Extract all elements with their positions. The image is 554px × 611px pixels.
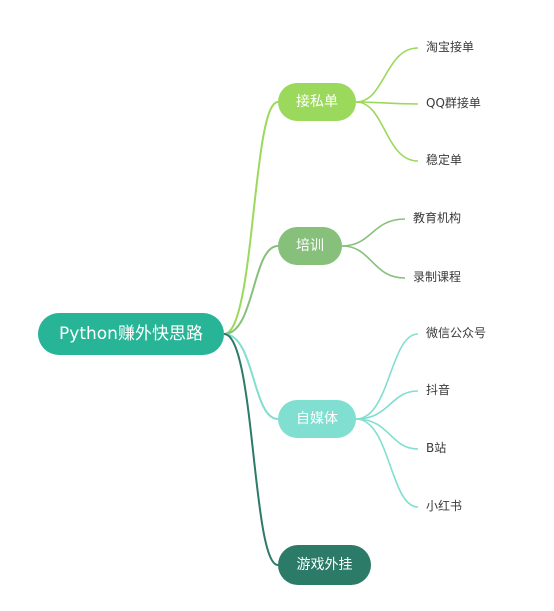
edge-private-orders-to-leaf-1: [355, 47, 419, 103]
edge-root-to-training: [223, 245, 279, 335]
edge-root-to-private-orders: [223, 101, 279, 335]
leaf-node[interactable]: 稳定单: [426, 153, 463, 167]
branch-node-training[interactable]: 培训: [278, 227, 342, 265]
branch-node-private-orders[interactable]: 接私单: [278, 83, 356, 121]
edge-training-to-leaf-1: [341, 218, 406, 247]
leaf-node[interactable]: 录制课程: [413, 270, 462, 284]
leaf-node[interactable]: 微信公众号: [426, 326, 487, 340]
branch-node-label: 游戏外挂: [296, 557, 353, 573]
leaf-node[interactable]: QQ群接单: [426, 96, 481, 110]
leaf-node[interactable]: 淘宝接单: [426, 40, 475, 54]
leaf-node[interactable]: 教育机构: [413, 211, 462, 225]
edge-private-orders-to-leaf-2: [355, 101, 419, 105]
edge-self-media-to-leaf-4: [355, 418, 419, 508]
leaf-node[interactable]: B站: [426, 441, 447, 455]
leaf-node[interactable]: 抖音: [426, 383, 451, 397]
root-node-label: Python赚外快思路: [59, 323, 203, 344]
edge-root-to-game-cheats: [223, 333, 279, 566]
branch-node-label: 自媒体: [296, 411, 338, 427]
root-node[interactable]: Python赚外快思路: [38, 313, 224, 355]
edge-self-media-to-leaf-1: [355, 333, 419, 420]
branch-node-label: 接私单: [296, 94, 338, 110]
branch-node-self-media[interactable]: 自媒体: [278, 400, 356, 438]
edge-self-media-to-leaf-3: [355, 418, 419, 450]
edge-private-orders-to-leaf-3: [355, 101, 419, 162]
edge-root-to-self-media: [223, 333, 279, 420]
branch-node-game-cheats[interactable]: 游戏外挂: [278, 545, 371, 585]
edge-self-media-to-leaf-2: [355, 390, 419, 420]
leaf-node[interactable]: 小红书: [426, 499, 463, 513]
branch-node-label: 培训: [296, 238, 324, 254]
edge-training-to-leaf-2: [341, 245, 406, 279]
